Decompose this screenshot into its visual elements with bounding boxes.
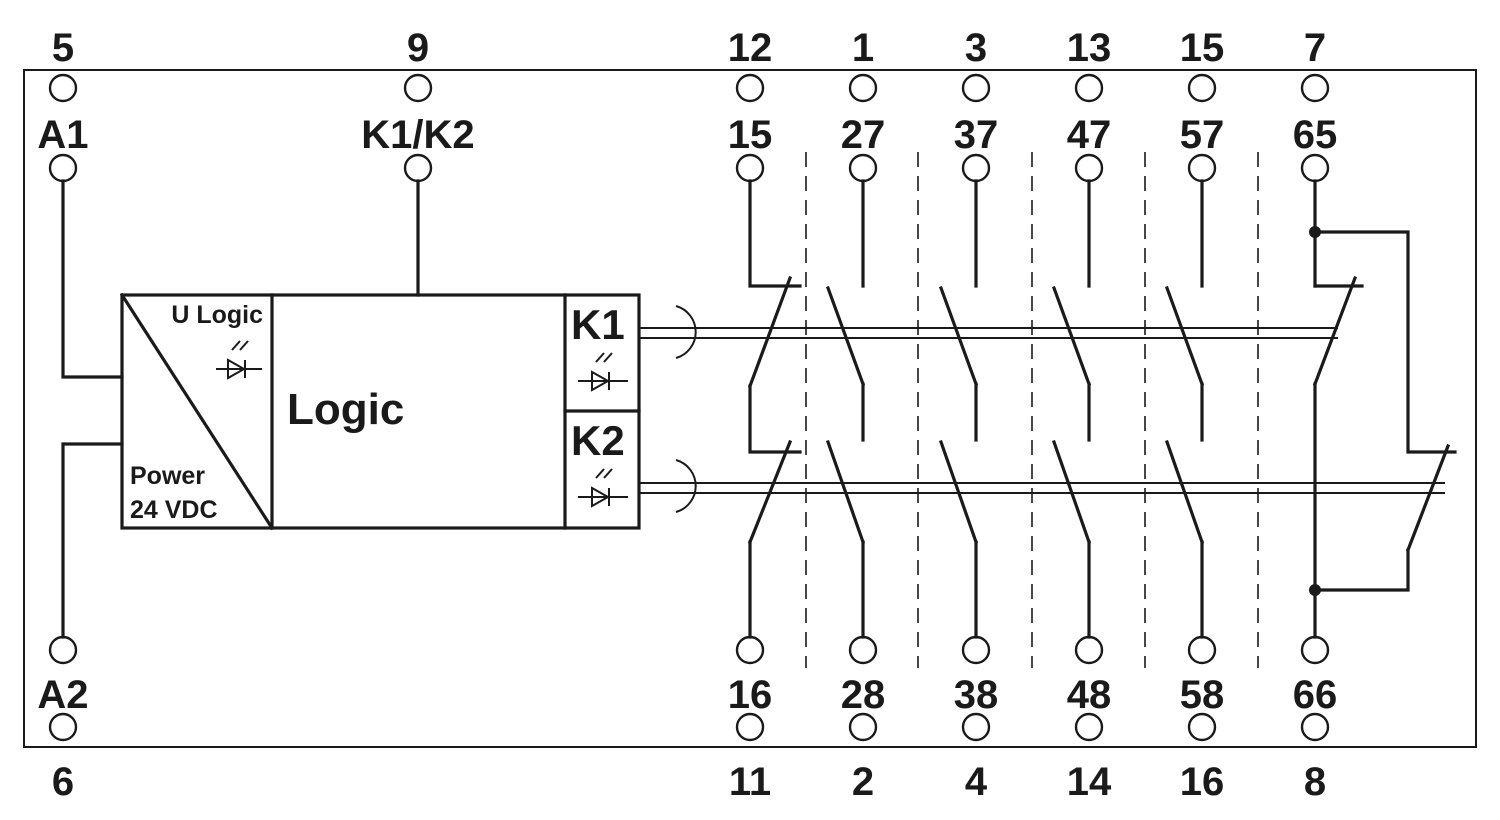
logic-label: Logic [287, 385, 404, 434]
contact-label-15: 15 [728, 113, 773, 157]
top-inner-labels: 15 27 37 47 57 65 [728, 113, 1338, 157]
terminal-label-a2: A2 [37, 673, 88, 717]
terminal-label-14: 14 [1067, 760, 1112, 804]
logic-module: U Logic Power 24 VDC Logic K1 K2 [119, 292, 641, 531]
terminal-label-k1k2: K1/K2 [361, 113, 474, 157]
terminal-label-a1: A1 [37, 113, 88, 157]
contact-label-57: 57 [1180, 113, 1225, 157]
terminal-label-11: 11 [729, 760, 771, 804]
contact-label-28: 28 [841, 673, 886, 717]
top-outer-labels: 12 1 3 13 15 7 [728, 26, 1326, 70]
contact-label-27: 27 [841, 113, 886, 157]
wire-a2 [61, 442, 124, 639]
contact-15-16 [747, 179, 802, 639]
terminal-label-1: 1 [852, 26, 874, 70]
contact-label-16: 16 [728, 673, 773, 717]
wire-a1 [61, 179, 124, 379]
u-logic-label: U Logic [171, 301, 263, 329]
k2-label: K2 [571, 417, 625, 464]
terminal-label-4: 4 [965, 760, 988, 804]
k1-linkage [639, 305, 1338, 359]
contact-label-37: 37 [954, 113, 999, 157]
contact-label-66: 66 [1293, 673, 1338, 717]
contact-separators [805, 152, 1259, 668]
power-label: Power [130, 462, 205, 490]
bottom-inner-labels: 16 28 38 48 58 66 [728, 673, 1338, 717]
terminal-label-13: 13 [1067, 26, 1112, 70]
contact-57-58 [1164, 179, 1205, 639]
terminal-a1 [48, 153, 78, 183]
k2-linkage [639, 459, 1445, 513]
housing-outline [23, 69, 1477, 748]
terminal-label-7: 7 [1304, 26, 1326, 70]
terminal-label-12: 12 [728, 26, 773, 70]
terminal-6 [48, 712, 78, 742]
terminal-label-15: 15 [1180, 26, 1225, 70]
led-icon-k1 [578, 352, 628, 392]
terminal-label-6: 6 [52, 760, 74, 804]
terminal-label-8: 8 [1304, 760, 1326, 804]
contact-27-28 [825, 179, 866, 639]
terminal-label-16: 16 [1180, 760, 1225, 804]
terminal-k1k2 [403, 153, 433, 183]
contact-37-38 [938, 179, 979, 639]
led-icon-u-logic [216, 340, 262, 380]
terminal-label-3: 3 [965, 26, 987, 70]
terminal-5 [48, 73, 78, 103]
bottom-outer-labels: 11 2 4 14 16 8 [729, 760, 1326, 804]
terminal-label-5: 5 [52, 26, 74, 70]
contact-label-65: 65 [1293, 113, 1338, 157]
terminal-label-9: 9 [407, 26, 429, 70]
contact-label-47: 47 [1067, 113, 1112, 157]
right-terminals [735, 73, 1330, 742]
contact-65-66 [1309, 179, 1457, 639]
terminal-label-2: 2 [852, 760, 874, 804]
voltage-label: 24 VDC [130, 496, 218, 524]
contact-label-58: 58 [1180, 673, 1225, 717]
contact-label-48: 48 [1067, 673, 1112, 717]
contact-47-48 [1051, 179, 1092, 639]
power-diagonal [119, 292, 275, 531]
k1-label: K1 [571, 301, 625, 348]
contact-label-38: 38 [954, 673, 999, 717]
led-icon-k2 [578, 468, 628, 508]
terminal-a2 [48, 635, 78, 665]
terminal-9 [403, 73, 433, 103]
